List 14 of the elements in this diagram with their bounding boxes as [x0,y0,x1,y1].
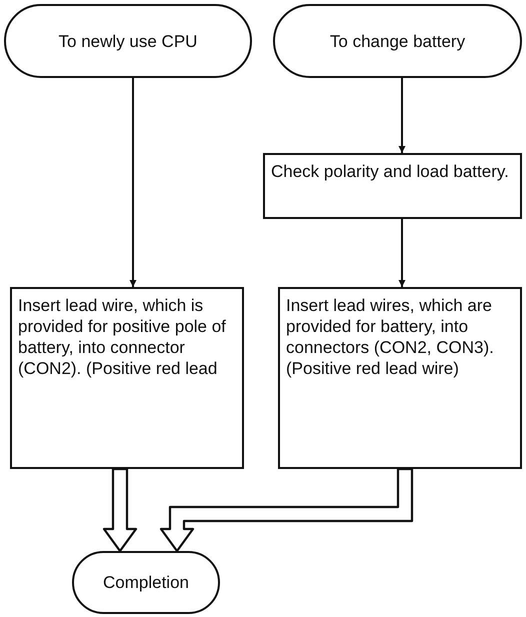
process-box [278,287,522,469]
block-arrow [160,468,414,552]
arrow [398,219,406,287]
step-text: Insert lead wire, which is provided for positive pole of battery, into connector (CON2). (Positive red lead [18,295,227,379]
arrow [130,78,136,287]
step-text: To change battery [330,30,466,52]
step-text: To newly use CPU [58,30,198,52]
arrow [398,78,406,153]
process-box [263,153,522,219]
step-text: Check polarity and load battery. [271,161,510,182]
block-arrow [102,468,138,552]
step-text: Insert lead wires, which are provided for battery, into connectors (CON2, CON3). (Positive red lead wire) [286,295,495,379]
step-text: Completion [103,572,189,593]
process-box [10,287,244,469]
